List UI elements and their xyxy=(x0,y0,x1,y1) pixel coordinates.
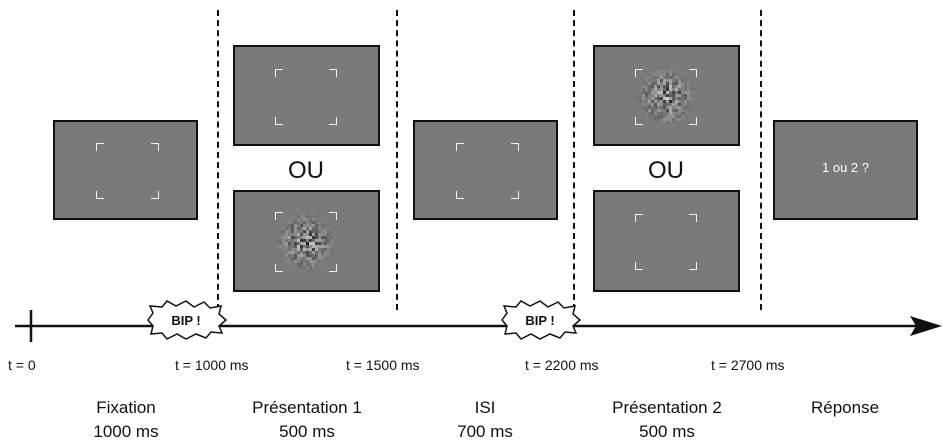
bracket-bottom-right xyxy=(689,117,697,125)
separator-2200ms xyxy=(573,10,575,310)
fixation-screen xyxy=(53,120,198,220)
time-label-1000: t = 1000 ms xyxy=(175,357,249,373)
presentation1-empty-screen xyxy=(233,45,380,146)
bracket-top-right xyxy=(329,69,337,77)
phase-name: Fixation xyxy=(96,398,156,417)
time-label-0: t = 0 xyxy=(8,357,36,373)
bracket-top-left xyxy=(456,143,464,151)
phase-name: ISI xyxy=(474,398,496,417)
bracket-top-left xyxy=(96,143,104,151)
bracket-top-right xyxy=(151,143,159,151)
isi-screen xyxy=(413,120,558,220)
response-prompt: 1 ou 2 ? xyxy=(822,160,869,175)
phase-name: Présentation 1 xyxy=(252,398,362,417)
separator-2700ms xyxy=(760,10,762,310)
bracket-bottom-left xyxy=(635,117,643,125)
bracket-bottom-left xyxy=(96,191,104,199)
bracket-bottom-right xyxy=(689,262,697,270)
noise-patch xyxy=(636,67,696,127)
bracket-bottom-left xyxy=(456,191,464,199)
bracket-bottom-left xyxy=(635,262,643,270)
or-label-2: OU xyxy=(648,157,684,184)
phase-name: Présentation 2 xyxy=(612,398,722,417)
bracket-top-left xyxy=(275,212,283,220)
bip-burst-1: BIP ! xyxy=(147,300,228,340)
bracket-top-right xyxy=(329,212,337,220)
phase-isi: ISI 700 ms xyxy=(405,396,565,444)
bip-burst-2: BIP ! xyxy=(501,300,582,340)
phase-fixation: Fixation 1000 ms xyxy=(46,396,206,444)
phase-name: Réponse xyxy=(810,398,880,417)
time-label-2700: t = 2700 ms xyxy=(711,357,785,373)
timeline-axis: BIP ! BIP ! xyxy=(15,300,942,342)
response-screen: 1 ou 2 ? xyxy=(773,120,918,220)
bracket-bottom-left xyxy=(275,264,283,272)
phase-duration: 500 ms xyxy=(279,422,335,441)
timeline-arrowhead xyxy=(910,316,942,336)
phase-reponse: Réponse xyxy=(765,396,925,420)
presentation2-empty-screen xyxy=(593,190,740,292)
or-label-1: OU xyxy=(288,157,324,184)
bracket-bottom-right xyxy=(151,191,159,199)
bracket-top-left xyxy=(635,69,643,77)
bracket-top-right xyxy=(689,214,697,222)
bracket-top-right xyxy=(511,143,519,151)
separator-1500ms xyxy=(396,10,398,310)
noise-patch xyxy=(276,212,336,272)
bracket-top-left xyxy=(635,214,643,222)
presentation2-stimulus-screen xyxy=(593,45,740,146)
phase-duration: 500 ms xyxy=(639,422,695,441)
bracket-top-right xyxy=(689,69,697,77)
phase-duration: 700 ms xyxy=(457,422,513,441)
phase-duration: 1000 ms xyxy=(93,422,159,441)
presentation1-stimulus-screen xyxy=(233,190,380,292)
time-label-2200: t = 2200 ms xyxy=(525,357,599,373)
bracket-bottom-right xyxy=(511,191,519,199)
bracket-bottom-right xyxy=(329,264,337,272)
bip-label-1: BIP ! xyxy=(171,313,200,328)
bracket-bottom-right xyxy=(329,117,337,125)
bip-label-2: BIP ! xyxy=(525,313,554,328)
separator-1000ms xyxy=(217,10,219,310)
bracket-top-left xyxy=(275,69,283,77)
phase-presentation-2: Présentation 2 500 ms xyxy=(587,396,747,444)
bracket-bottom-left xyxy=(275,117,283,125)
phase-presentation-1: Présentation 1 500 ms xyxy=(227,396,387,444)
time-label-1500: t = 1500 ms xyxy=(346,357,420,373)
